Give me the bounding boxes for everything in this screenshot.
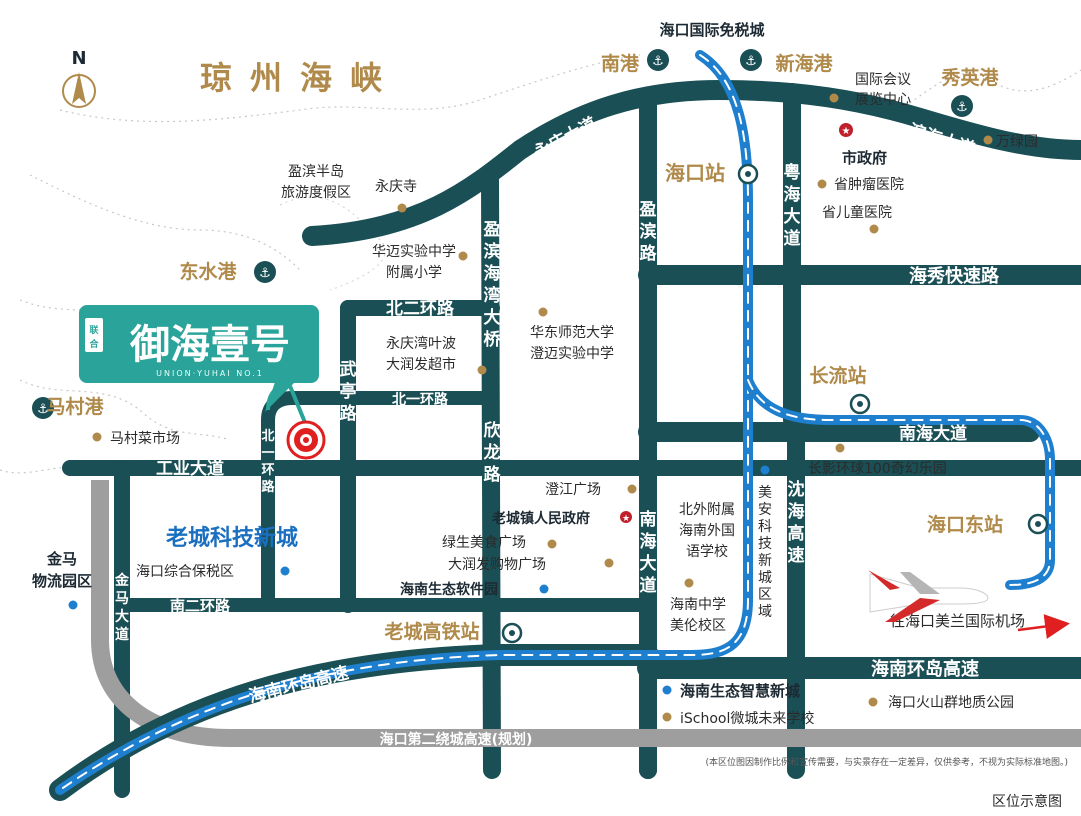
place-yeqingbo: 永庆湾叶波大润发超市 [386,335,456,373]
label-nanhai-h: 南海大道 [899,423,967,444]
svg-text:⚓: ⚓ [956,100,968,115]
station-icon [501,622,523,644]
star-icon: ★ [839,123,853,137]
place-dongshui: 东水港 [179,260,237,283]
project-callout: 联 合 御海壹号 UNION·YUHAI NO.1 [79,305,319,426]
brand-name: 御海壹号 [129,321,290,368]
label-gongye: 工业大道 [156,458,224,479]
place-macun-port: 马村港 [46,395,104,418]
place-runfa: 大润发购物广场 [448,557,546,573]
svg-text:⚓: ⚓ [37,402,49,417]
place-children: 省儿童医院 [822,204,892,221]
label-wuting: 武亭路 [340,359,358,424]
road-beiyi [261,391,499,612]
station-icon [1027,513,1049,535]
blue-dots [68,465,770,695]
svg-text:★: ★ [622,514,630,524]
anchor-icon: ⚓ [740,49,762,71]
anchor-icon: ⚓ [951,95,973,117]
place-ischool: iSchool微城未来学校 [680,710,814,727]
brand-sub: UNION·YUHAI NO.1 [156,369,264,378]
airport-arrow-icon [1017,614,1070,639]
label-yingbin: 盈滨路 [639,200,658,264]
label-haixiu: 海秀快速路 [909,265,1000,287]
label-nanhai-v: 南海大道 [640,509,657,596]
place-xiuyinggang: 秀英港 [940,66,999,89]
label-beier: 北二环路 [386,298,455,319]
label-huandao-east: 海南环岛高速 [871,658,979,680]
place-volcano: 海口火山群地质公园 [888,695,1014,711]
svg-text:★: ★ [842,126,851,137]
svg-text:⚓: ⚓ [259,266,271,281]
place-beiwai: 北外附属海南外国语学校 [679,502,735,560]
sea-label: 琼州海峡 [200,59,400,97]
label-xinlong: 欣龙路 [483,420,502,485]
brand-panel [79,305,319,383]
label-beiyi: 北一环路 [392,391,449,408]
place-tech-city: 老城科技新城 [165,525,298,551]
place-smart-city: 海南生态智慧新城 [680,682,800,700]
place-software: 海南生态软件园 [400,581,498,598]
brand-badge-bottom: 合 [89,338,99,350]
disclaimer: (本区位图因制作比例和宣传需要，与实景存在一定差异，仅供参考，不视为实际标准地图… [705,756,1068,768]
place-yongqing-temple: 永庆寺 [375,179,417,195]
svg-text:⚓: ⚓ [652,54,664,69]
label-meian: 美安科技新城区域 [758,485,772,620]
railway [55,50,1055,795]
anchor-icon: ⚓ [647,49,669,71]
anchor-icon: ⚓ [32,397,54,419]
label-shenhai: 沈海高速 [788,479,805,566]
place-dutyfree: 海口国际免税城 [659,21,764,39]
place-huadong: 华东师范大学澄迈实验中学 [530,324,614,362]
place-changying: 长影环球100奇幻乐园 [808,460,947,477]
project-location-marker [286,420,326,460]
coastline [0,54,1081,474]
road-second-ring [91,480,1081,747]
anchor-icon: ⚓ [254,261,276,283]
station-icon [849,393,871,415]
airplane-icon [868,570,989,622]
label-beiyi-v: 北一环路 [261,429,275,495]
place-hnzx: 海南中学美伦校区 [670,597,726,634]
place-yingbin-resort: 盈滨半岛旅游度假区 [281,164,351,201]
place-laocheng-gov: 老城镇人民政府 [492,510,590,527]
svg-text:⚓: ⚓ [745,54,757,69]
place-changliu: 长流站 [809,364,866,387]
place-wanlvyuan: 万绿园 [996,134,1038,150]
poi-dots [92,93,993,722]
place-tumor: 省肿瘤医院 [834,176,904,193]
place-laocheng-rail: 老城高铁站 [384,620,479,643]
place-airport: 往海口美兰国际机场 [890,612,1025,630]
label-second-ring: 海口第二绕城高速(规划) [380,731,533,748]
road-yongqing-binhai [302,79,1081,246]
brand-badge-top: 联 [89,324,99,336]
road-network [62,79,1081,798]
station-icon [737,163,759,185]
place-macun-market: 马村菜市场 [110,430,180,447]
star-icon: ★ [620,511,632,524]
place-lvsheng: 绿生美食广场 [442,534,526,551]
place-huamai: 华迈实验中学附属小学 [372,244,456,281]
place-nangang: 南港 [601,53,640,75]
label-jinma: 金马大道 [114,572,130,643]
label-yuehai: 粤海大道 [784,162,801,249]
road-huandao-west [49,644,659,801]
place-gov: 市政府 [842,149,887,167]
compass-letter: N [71,48,86,69]
place-jinma-logistics: 金马物流园区 [32,550,92,590]
place-haikou-station: 海口站 [665,161,725,185]
place-convention: 国际会议展览中心 [855,72,911,108]
label-naner: 南二环路 [170,597,231,615]
label-yinghai-bridge: 盈滨海湾大桥 [483,220,502,350]
place-xinhaigang: 新海港 [775,52,833,75]
place-chengjiang: 澄江广场 [545,482,601,498]
place-bonded: 海口综合保税区 [136,564,234,580]
north-arrow: N [62,48,96,108]
map-caption: 区位示意图 [992,793,1062,810]
place-haikou-east: 海口东站 [927,513,1003,536]
north-arrow-icon [72,72,86,104]
